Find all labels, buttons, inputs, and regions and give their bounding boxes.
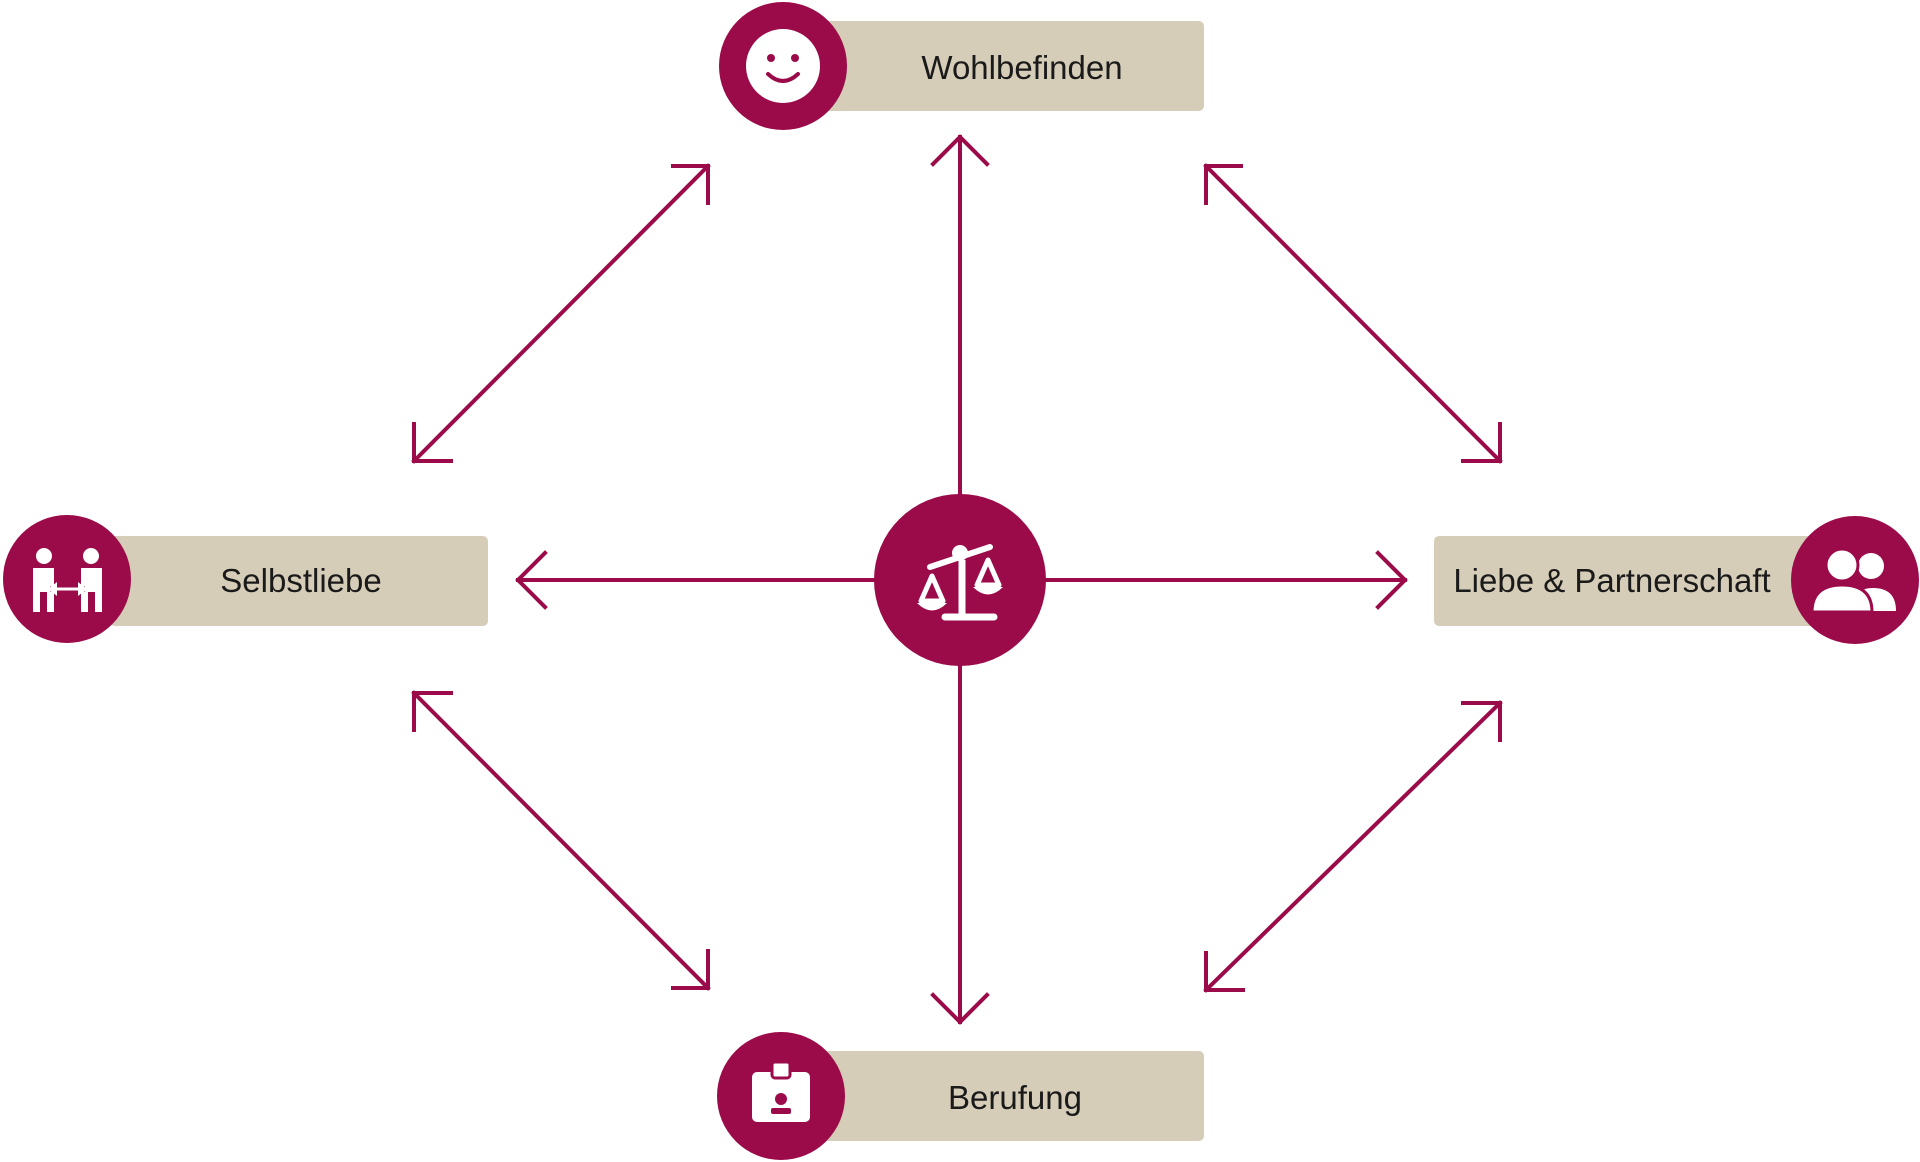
arrow-wohlbefinden-liebe [1203, 163, 1503, 464]
node-liebe-partnerschaft: Liebe & Partnerschaft [1434, 516, 1919, 644]
arrow-center-to-right [1043, 550, 1408, 610]
berufung-label: Berufung [948, 1079, 1082, 1116]
id-badge-icon [752, 1060, 810, 1122]
arrow-center-to-left [515, 550, 878, 610]
wohlbefinden-box [800, 21, 1204, 111]
center-node [874, 494, 1046, 666]
balance-scale-icon [917, 544, 1003, 621]
arrow-berufung-liebe [1203, 700, 1503, 993]
arrow-selbstliebe-wohlbefinden [411, 163, 711, 464]
arrow-selbstliebe-berufung [411, 690, 711, 991]
wohlbefinden-label: Wohlbefinden [921, 49, 1122, 86]
liebe-box [1434, 536, 1832, 626]
arrow-center-to-top [930, 134, 990, 497]
selbstliebe-label: Selbstliebe [220, 562, 381, 599]
arrows [411, 134, 1503, 1025]
node-wohlbefinden: Wohlbefinden [719, 2, 1204, 130]
two-people-exchange-icon [33, 548, 102, 612]
node-selbstliebe: Selbstliebe [3, 515, 488, 643]
user-group-icon [1810, 547, 1896, 614]
smiley-face-icon [746, 29, 820, 103]
arrow-center-to-bottom [930, 663, 990, 1025]
liebe-partnerschaft-label: Liebe & Partnerschaft [1453, 562, 1770, 599]
selbstliebe-box [110, 536, 488, 626]
node-berufung: Berufung [717, 1032, 1204, 1160]
berufung-box [800, 1051, 1204, 1141]
